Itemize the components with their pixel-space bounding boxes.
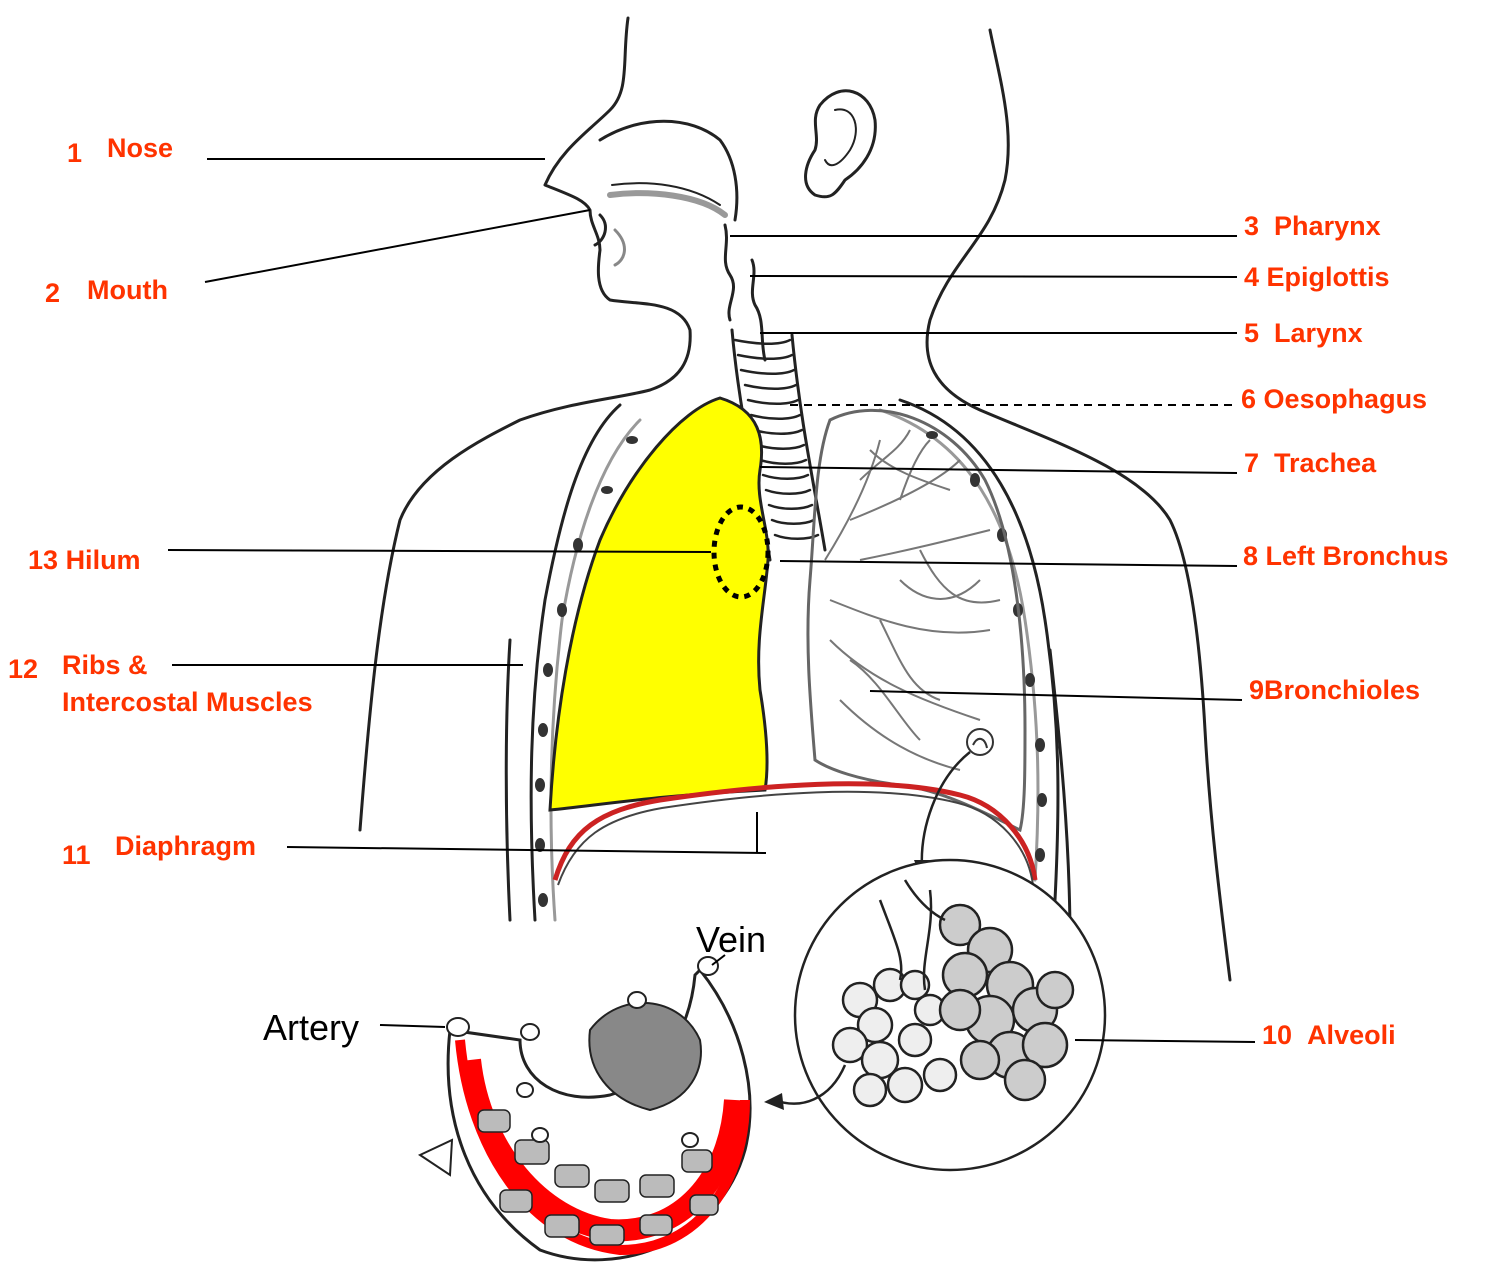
label-alveoli: 10 Alveoli (1262, 1022, 1396, 1049)
label-text: Alveoli (1307, 1020, 1396, 1050)
label-left-bronchus: 8 Left Bronchus (1243, 543, 1449, 570)
label-text: Hilum (66, 545, 141, 575)
label-bronchioles: 9Bronchioles (1249, 677, 1420, 704)
label-text: Intercostal Muscles (62, 687, 313, 717)
label-ribs-text2: Intercostal Muscles (62, 689, 313, 716)
label-nose-text: Nose (107, 135, 173, 162)
label-diaphragm-text: Diaphragm (115, 833, 256, 860)
label-mouth-text: Mouth (87, 277, 168, 304)
label-nose: 1 (67, 140, 82, 167)
label-text: Diaphragm (115, 831, 256, 861)
left-lung (808, 410, 1025, 830)
label-text: Epiglottis (1267, 262, 1390, 292)
label-number: 7 (1244, 448, 1259, 478)
label-number: 12 (8, 654, 38, 684)
label-artery: Artery (263, 1010, 359, 1046)
label-number: 6 (1241, 384, 1256, 414)
label-mouth-number: 2 (45, 280, 60, 307)
right-chest-wall (900, 400, 1058, 900)
label-number: 1 (67, 138, 82, 168)
label-diaphragm-number: 11 (62, 842, 91, 869)
label-hilum: 13 Hilum (28, 547, 141, 574)
alveoli-inset (795, 860, 1105, 1170)
label-ribs-number: 12 (8, 656, 38, 683)
ear-outline (806, 91, 876, 197)
label-text: Mouth (87, 275, 168, 305)
label-text: Ribs & (62, 650, 148, 680)
label-text: Bronchioles (1264, 675, 1420, 705)
label-number: 10 (1262, 1020, 1292, 1050)
label-number: 13 (28, 545, 58, 575)
label-ribs-text: Ribs & (62, 652, 148, 679)
label-text: Trachea (1274, 448, 1376, 478)
label-text: Oesophagus (1264, 384, 1428, 414)
label-trachea: 7 Trachea (1244, 450, 1376, 477)
label-text: Larynx (1274, 318, 1363, 348)
label-number: 11 (62, 840, 91, 870)
back-of-head-outline (927, 30, 1230, 980)
label-pharynx: 3 Pharynx (1244, 213, 1381, 240)
label-number: 9 (1249, 675, 1264, 705)
label-oesophagus: 6 Oesophagus (1241, 386, 1427, 413)
capillary-inset (420, 957, 750, 1260)
label-vein: Vein (696, 922, 766, 958)
label-number: 8 (1243, 541, 1258, 571)
label-number: 3 (1244, 211, 1259, 241)
label-number: 4 (1244, 262, 1259, 292)
label-number: 5 (1244, 318, 1259, 348)
label-larynx: 5 Larynx (1244, 320, 1363, 347)
label-number: 2 (45, 278, 60, 308)
label-text: Pharynx (1274, 211, 1381, 241)
label-epiglottis: 4 Epiglottis (1244, 264, 1390, 291)
label-text: Nose (107, 133, 173, 163)
label-text: Left Bronchus (1266, 541, 1449, 571)
